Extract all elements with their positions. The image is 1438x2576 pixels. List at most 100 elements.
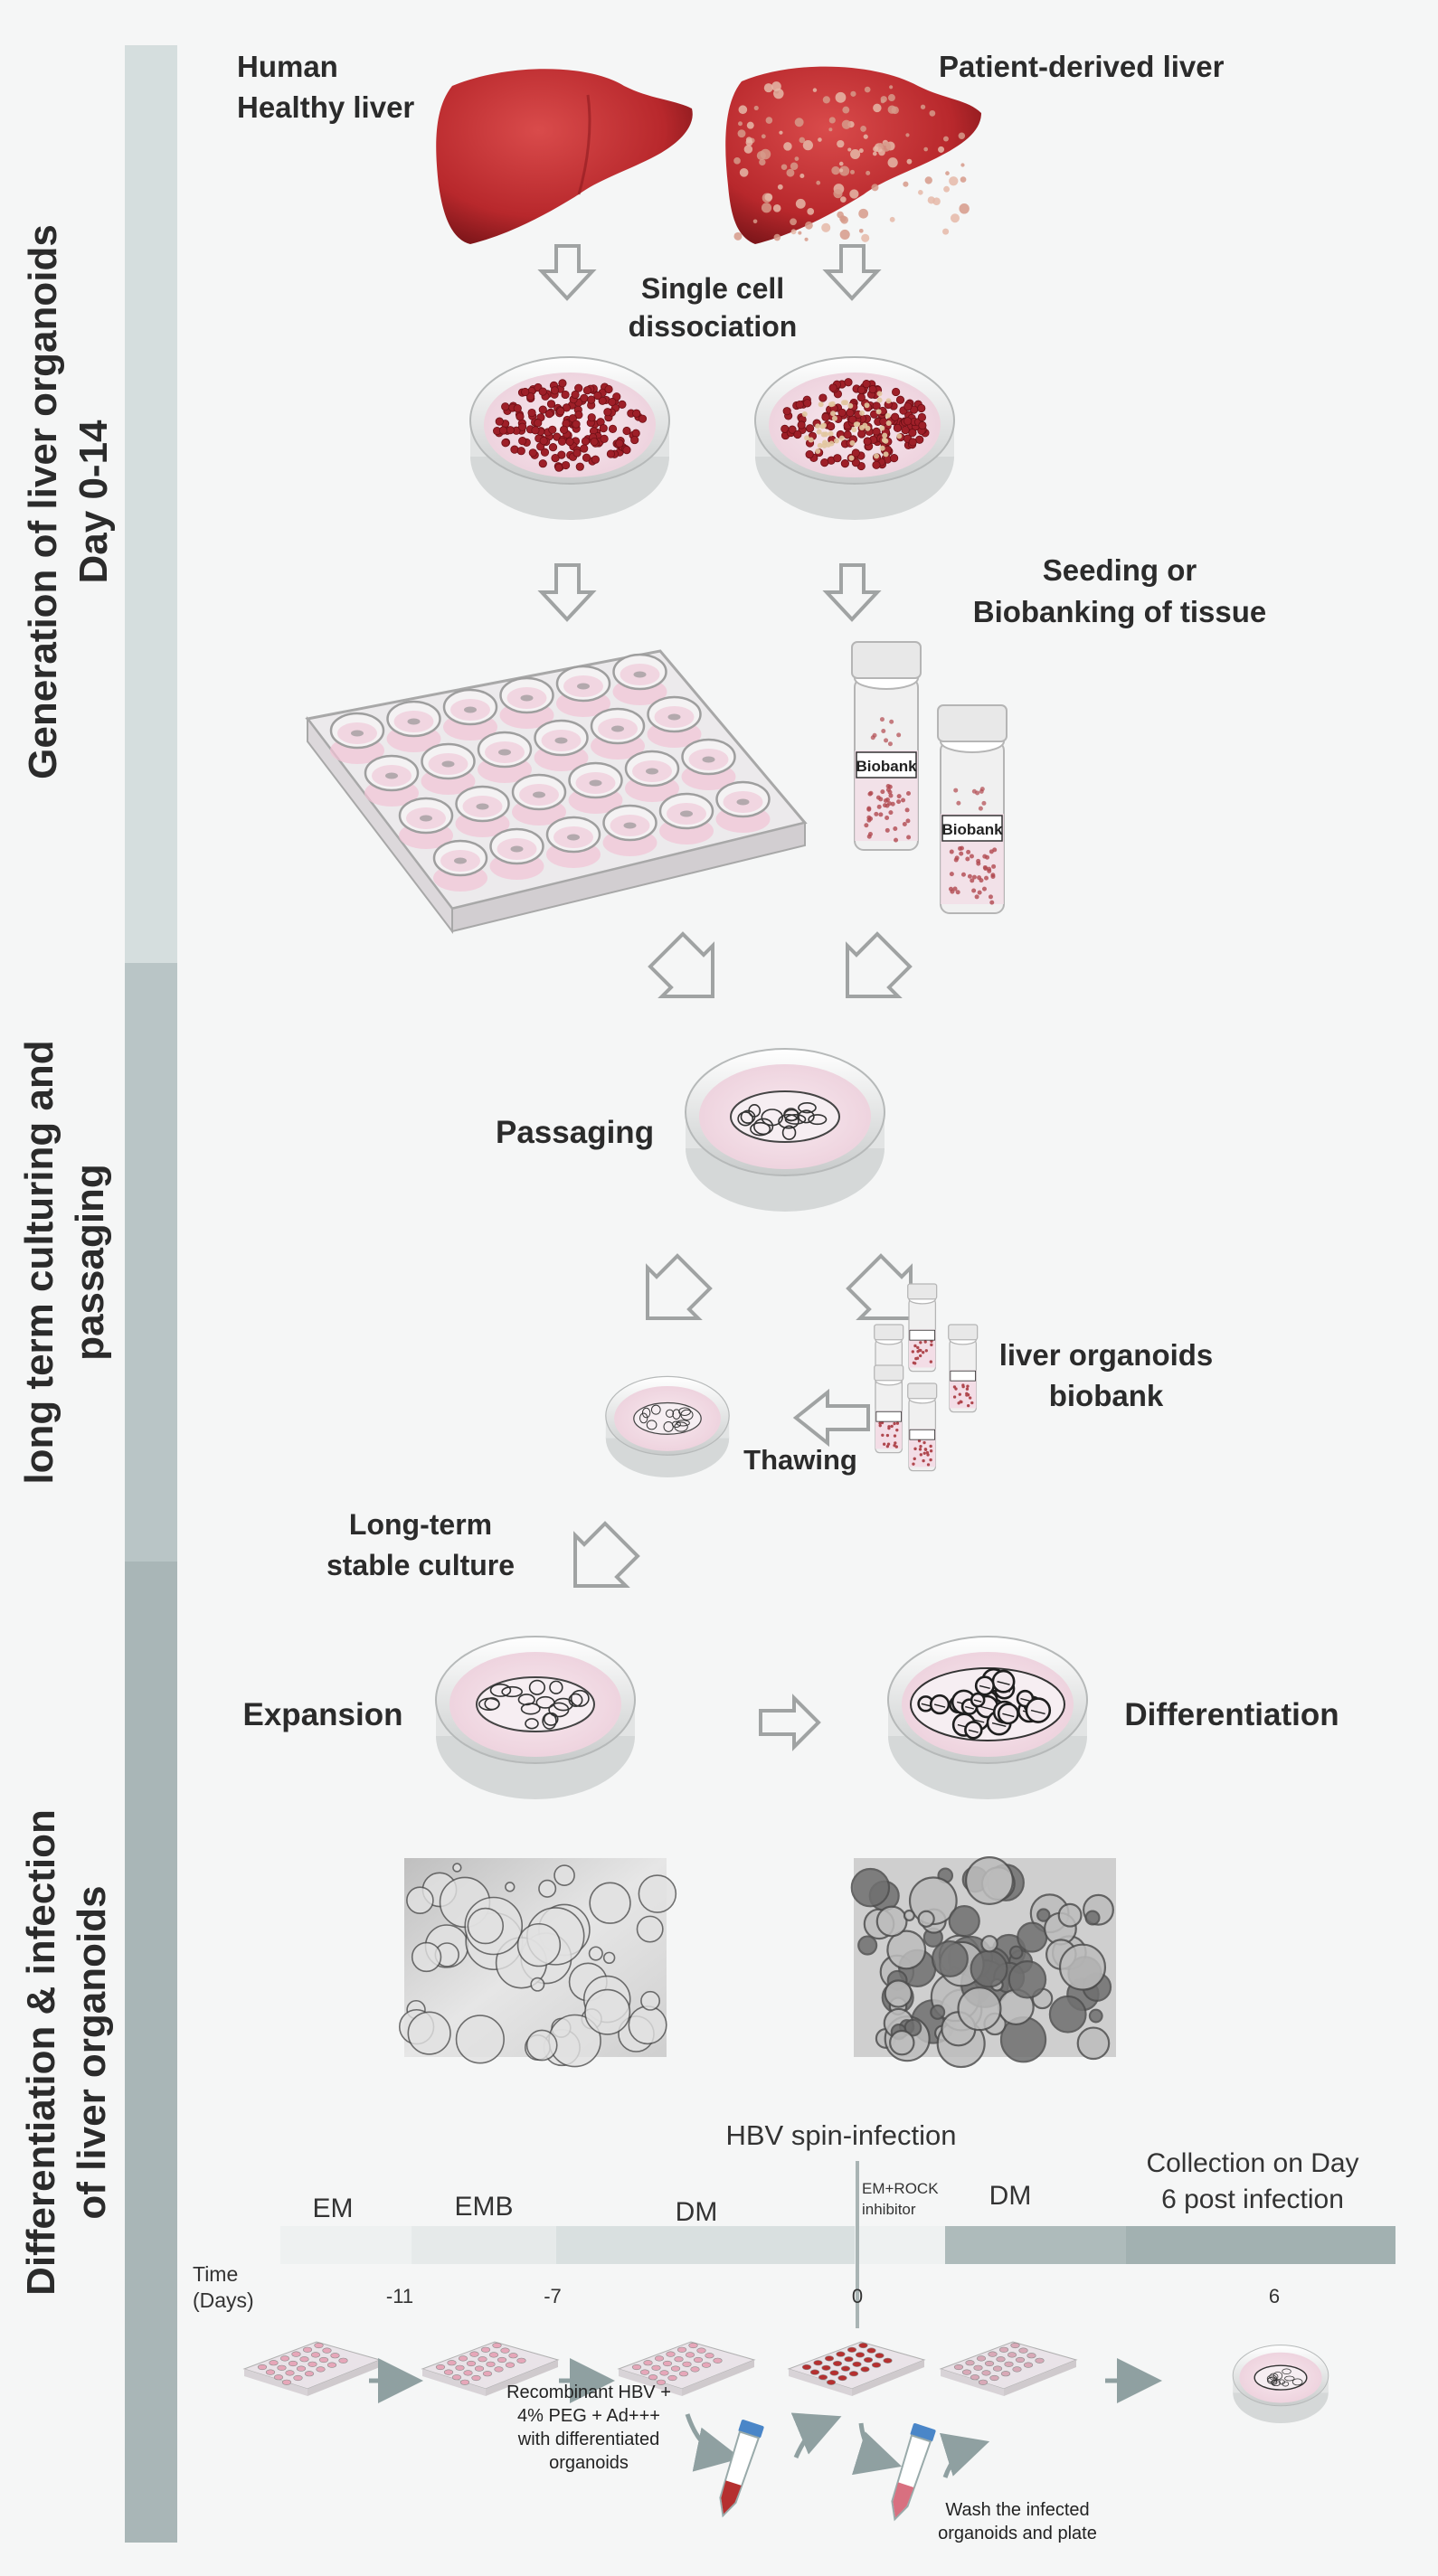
recombinant-line-3: with differentiated [517,2430,659,2449]
wash-note: Wash the infected organoids and plate [938,2500,1097,2543]
recombinant-line-1: Recombinant HBV + [506,2383,671,2402]
patient-cell-dish [754,356,955,521]
timeline-arrows [369,2358,1162,2478]
tube-tissue [948,787,998,905]
timeline-segment-em [280,2226,412,2264]
spin-tube-1 [719,2420,764,2518]
timeline-segment-emb [412,2226,556,2264]
svg-text:Differentiation & infection: Differentiation & infection [19,1809,63,2296]
microscopy-differentiation [850,1856,1116,2069]
microscopy-expansion [398,1858,677,2068]
down-arrow-icon [822,244,882,301]
plate-em [243,2341,381,2397]
expansion-dish [435,1636,636,1800]
curved-arrow-icon [685,2413,742,2472]
timeline: HBV spin-infection Collection on Day 6 p… [193,2119,1395,2328]
curved-arrow-icon [790,2412,842,2458]
well-plate-24 [305,649,808,934]
recombinant-note: Recombinant HBV + 4% PEG + Ad+++ with di… [506,2383,671,2473]
segment-label-dm2: DM [989,2181,1032,2211]
label-differentiation: Differentiation [1124,1697,1339,1732]
healthy-cell-dish [469,356,670,521]
patient-liver-texture [733,81,970,242]
segment-label-emb: EMB [454,2192,513,2222]
tick-minus-7: -7 [544,2285,562,2307]
label-passaging: Passaging [496,1115,654,1150]
diagonal-arrow-icon [846,1253,913,1320]
wash-line-2: organoids and plate [938,2524,1097,2543]
down-arrow-icon [537,244,597,301]
label-patient-liver: Patient-derived liver [939,50,1225,83]
label-seeding: Seeding or [1043,553,1197,587]
section-bar-differentiation [125,1562,177,2543]
svg-text:Day 0-14: Day 0-14 [71,420,116,584]
label-expansion: Expansion [243,1697,403,1732]
label-dissociation: dissociation [629,310,798,343]
svg-text:of liver organoids: of liver organoids [70,1885,114,2219]
spin-tube-2 [891,2423,936,2522]
diagonal-arrow-icon [846,931,913,998]
section-bar-generation [125,45,177,963]
section-title-culturing: long term culturing and passaging [17,1040,112,1484]
time-days-label: (Days) [193,2288,254,2312]
collection-line2: 6 post infection [1161,2184,1344,2214]
diagonal-arrow-icon [646,1253,713,1320]
mini-biobank-tube [907,1382,938,1472]
section-bars [125,45,177,2543]
label-human: Human [237,50,338,83]
svg-text:Generation of liver organoids: Generation of liver organoids [21,224,65,779]
timeline-segment-dm [556,2226,855,2264]
biobank-label: Biobank [941,821,1003,838]
section-bar-culturing [125,963,177,1562]
thawed-dish [605,1375,730,1478]
tick-6: 6 [1269,2285,1280,2307]
label-single-cell: Single cell [641,272,784,305]
curved-arrow-icon [851,2422,903,2476]
plate-dm [618,2341,755,2397]
timeline-segment-rock [855,2226,945,2264]
label-long-term: Long-term [349,1508,492,1541]
timeline-segment-collection [1126,2226,1395,2264]
hbv-spin-title: HBV spin-infection [725,2119,956,2151]
recombinant-line-4: organoids [549,2453,629,2473]
diagonal-arrow-icon [648,931,714,998]
mini-biobank-tube [874,1364,904,1454]
segment-label-dm: DM [676,2197,718,2227]
arrows-diverge [646,1253,913,1320]
tick-minus-11: -11 [386,2285,413,2307]
biobank-tube-1: Biobank [851,641,922,851]
time-label: Time [193,2262,238,2286]
differentiation-dish [887,1636,1088,1800]
organoid-biobank-tubes [874,1283,979,1472]
segment-label-em: EM [313,2194,354,2223]
diagonal-arrow-icon [573,1521,640,1588]
arrows-step1 [537,244,882,622]
svg-text:long term culturing and: long term culturing and [17,1040,61,1484]
plate-washed [940,2341,1077,2397]
label-biobanking: Biobanking of tissue [973,595,1267,628]
timeline-segment-dm2 [945,2226,1126,2264]
recombinant-line-2: 4% PEG + Ad+++ [517,2406,660,2426]
biobank-tube-2: Biobank [937,704,1008,914]
tube-tissue [864,717,912,843]
label-liver-organoids: liver organoids [999,1338,1214,1372]
passaging-dish [685,1048,885,1213]
patient-liver-illustration [725,66,981,245]
right-arrow-icon [759,1694,821,1751]
plate-emb [421,2341,559,2397]
healthy-liver-illustration [436,69,693,244]
label-thawing: Thawing [743,1444,857,1476]
segment-label-inhibitor: inhibitor [862,2201,916,2218]
down-arrow-icon [822,563,882,622]
collection-dish [1232,2345,1329,2424]
label-healthy-liver: Healthy liver [237,90,414,124]
mini-biobank-tube [948,1324,979,1413]
label-biobank: biobank [1049,1379,1164,1412]
tick-0: 0 [852,2285,863,2307]
down-arrow-icon [537,563,597,622]
section-title-differentiation: Differentiation & infection of liver org… [19,1809,114,2296]
thawing-arrow-icon [792,1388,870,1448]
section-title-generation: Generation of liver organoids Day 0-14 [21,224,116,779]
